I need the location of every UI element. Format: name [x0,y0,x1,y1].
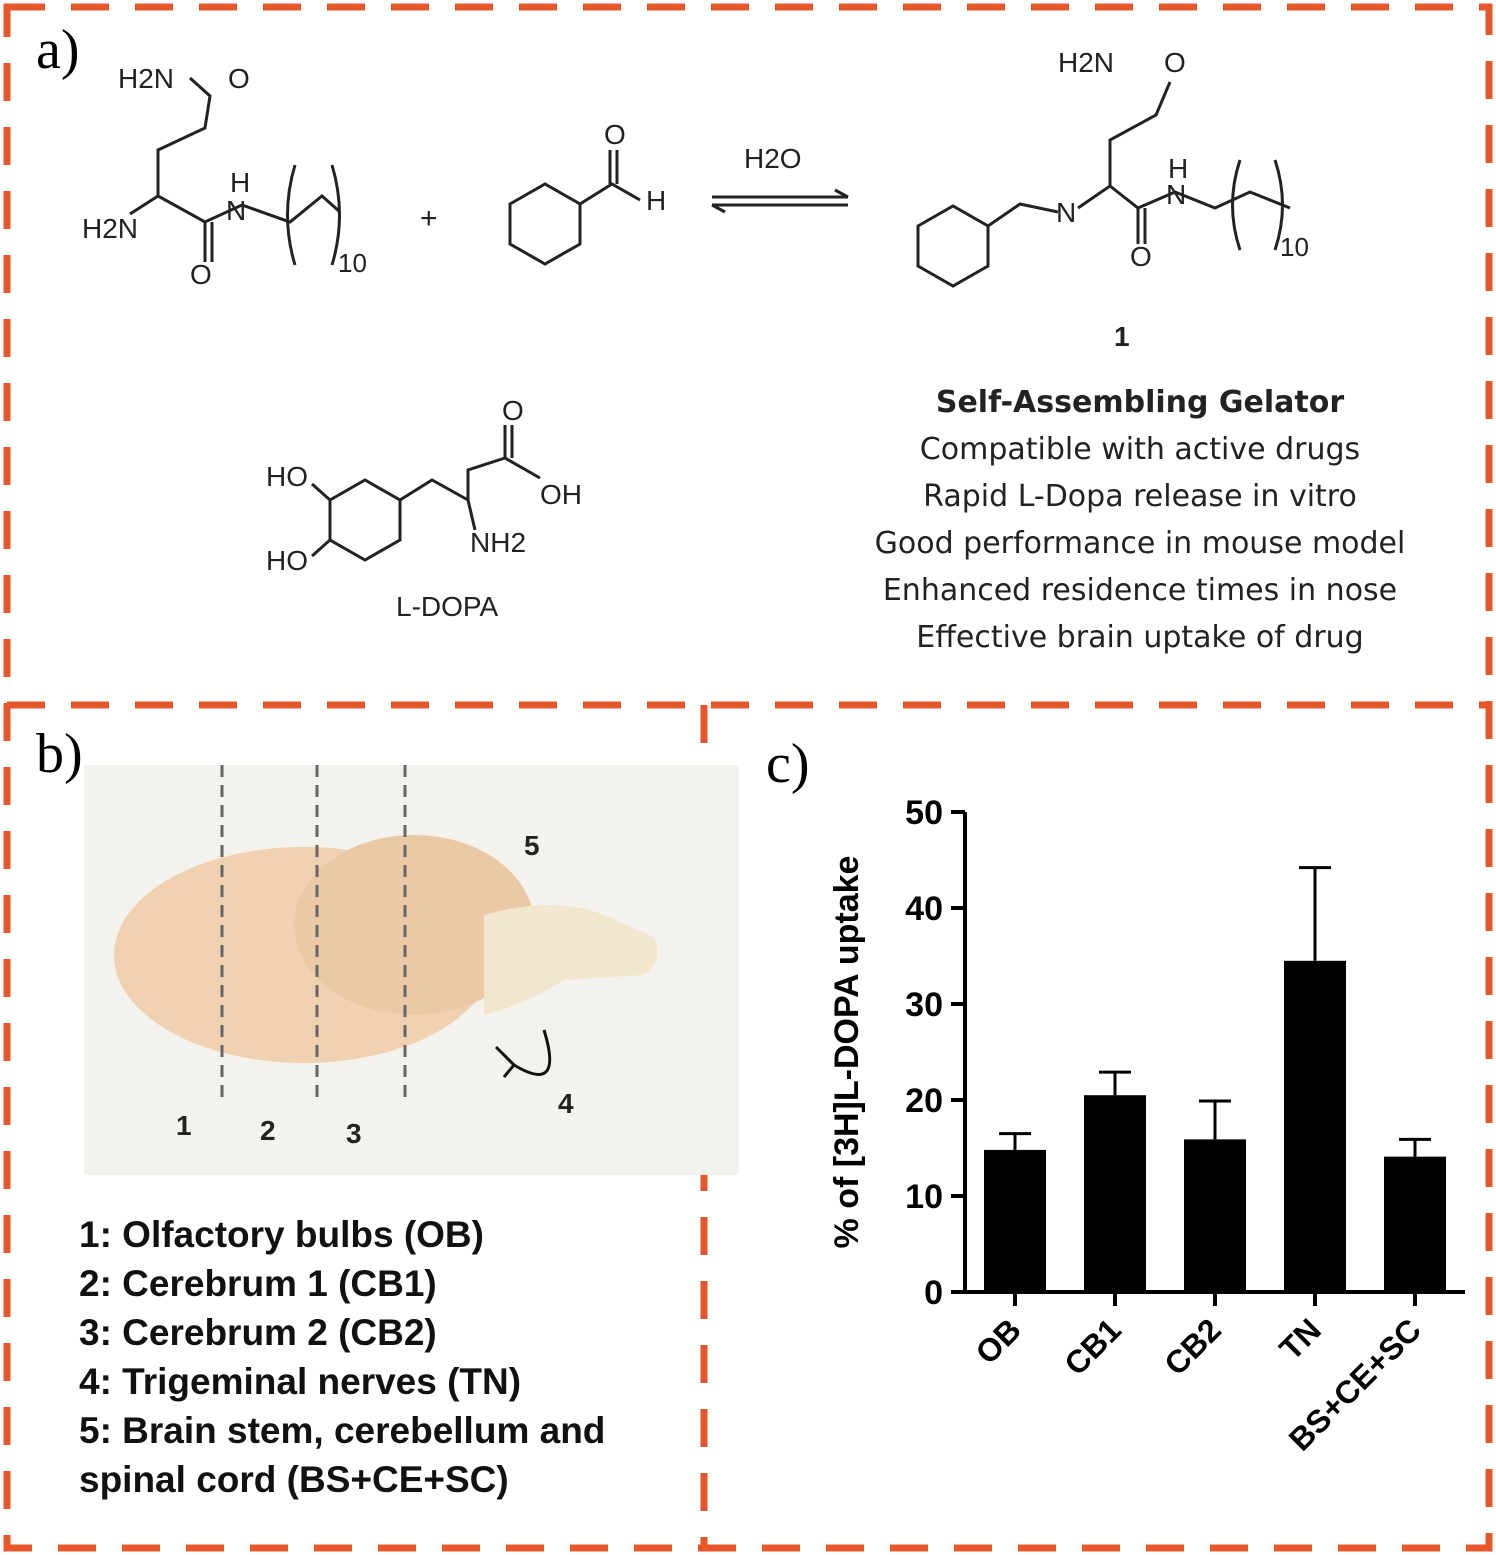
panel-label-c: c) [766,733,810,795]
amine-chain-count: 10 [338,248,367,278]
ldopa-oh: OH [540,479,582,510]
bar-CB1 [1084,1095,1146,1292]
legend-item: 2: Cerebrum 1 (CB1) [79,1263,437,1304]
y-tick-label: 10 [905,1178,943,1216]
product-amide-n: N [1166,179,1186,210]
region-number-1: 1 [176,1110,192,1141]
product-chain-count: 10 [1280,232,1309,262]
bar-OB [984,1149,1046,1292]
y-tick-label: 0 [924,1274,943,1312]
ldopa-o: O [502,395,524,426]
region-number-4: 4 [558,1088,574,1119]
legend-item: 5: Brain stem, cerebellum and [79,1410,606,1451]
y-tick-label: 30 [905,986,943,1024]
properties-heading: Self-Assembling Gelator [935,385,1345,420]
property-item: Good performance in mouse model [874,526,1406,561]
region-number-3: 3 [346,1118,362,1149]
bar-BS+CE+SC [1384,1156,1446,1292]
panel-label-b: b) [36,723,83,785]
aldehyde-o: O [604,119,626,150]
brain-photo: 1 2 3 4 5 [84,765,739,1175]
product-number: 1 [1114,321,1130,352]
ldopa-ho-2: HO [266,545,308,576]
region-number-5: 5 [524,830,540,861]
amine-nh2-alpha: H2N [82,213,138,244]
ldopa-name: L-DOPA [396,591,498,622]
property-item: Effective brain uptake of drug [916,620,1364,655]
product-imine-n: N [1056,197,1076,228]
legend-item: 4: Trigeminal nerves (TN) [79,1361,522,1402]
property-item: Rapid L-Dopa release in vitro [923,479,1357,514]
legend-item: 3: Cerebrum 2 (CB2) [79,1312,437,1353]
amine-nh2-top: H2N [118,63,174,94]
aldehyde-h: H [646,185,666,216]
panel-label-a: a) [36,19,80,81]
legend-item: 1: Olfactory bulbs (OB) [79,1214,484,1255]
y-tick-label: 20 [905,1082,943,1120]
brain-region-legend: 1: Olfactory bulbs (OB) 2: Cerebrum 1 (C… [79,1210,605,1504]
x-tick-label: CB1 [1057,1311,1128,1382]
plus-sign: + [420,202,438,235]
amine-h: H [230,167,250,198]
x-tick-label: OB [969,1311,1028,1370]
product-o-top: O [1164,47,1186,78]
legend-item: spinal cord (BS+CE+SC) [79,1459,509,1500]
y-tick-label: 50 [905,794,943,832]
x-tick-label: TN [1272,1311,1328,1367]
reaction-scheme: H2N O H2N H N O 10 + O H H2O H2N O N H N… [82,47,1309,622]
x-tick-label: CB2 [1157,1311,1228,1382]
amine-n: N [226,195,246,226]
bar-TN [1284,960,1346,1292]
product-nh2: H2N [1058,47,1114,78]
amine-o-amide: O [190,259,212,290]
y-tick-label: 40 [905,890,943,928]
property-item: Enhanced residence times in nose [882,573,1398,608]
reaction-condition: H2O [744,143,802,174]
bar-CB2 [1184,1139,1246,1292]
y-axis-label: % of [3H]L-DOPA uptake [828,856,866,1249]
ldopa-nh2: NH2 [470,527,526,558]
property-item: Compatible with active drugs [919,432,1361,467]
gelator-properties: Self-Assembling Gelator Compatible with … [840,385,1440,661]
region-number-2: 2 [260,1115,276,1146]
product-h: H [1168,153,1188,184]
product-o-amide: O [1130,241,1152,272]
ldopa-ho-1: HO [266,461,308,492]
amine-o-top: O [228,63,250,94]
